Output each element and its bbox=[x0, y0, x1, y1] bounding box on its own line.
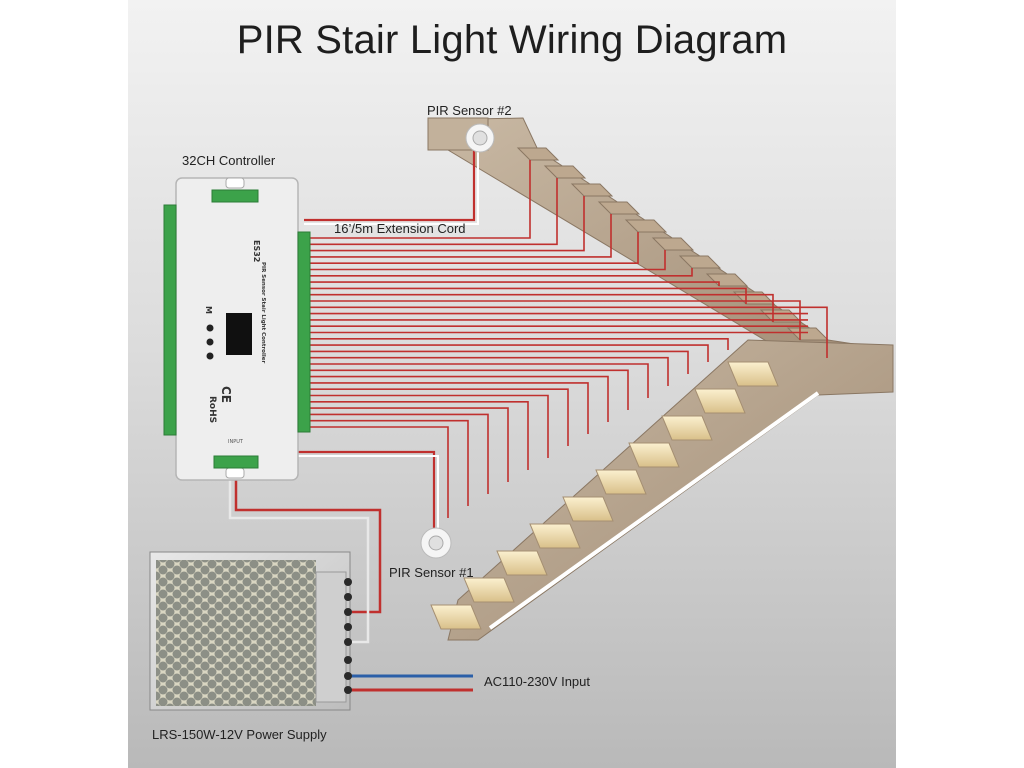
pir-sensor-1 bbox=[420, 527, 452, 559]
diagram-title: PIR Stair Light Wiring Diagram bbox=[236, 18, 788, 62]
step-wire bbox=[310, 369, 629, 410]
step-wire bbox=[310, 338, 729, 350]
pir-sensor-2 bbox=[427, 117, 495, 153]
label-power-supply: LRS-150W-12V Power Supply bbox=[152, 727, 327, 742]
controller-ce-mark: CE bbox=[219, 386, 233, 403]
extension-cord-wire bbox=[304, 140, 476, 222]
label-extension-cord: 16’/5m Extension Cord bbox=[334, 221, 466, 236]
controller-button-m: M bbox=[204, 306, 213, 314]
upper-step bbox=[624, 219, 668, 233]
step-wire bbox=[310, 401, 529, 470]
lit-step bbox=[463, 577, 515, 603]
diagram-canvas: ES32 PIR Sensor Stair Light Controller M… bbox=[128, 0, 896, 768]
lit-step bbox=[661, 415, 713, 441]
upper-step bbox=[570, 183, 614, 197]
upper-stair-steps bbox=[516, 147, 830, 341]
step-wire bbox=[310, 268, 693, 277]
upper-step bbox=[543, 165, 587, 179]
controller-name: PIR Sensor Stair Light Controller bbox=[260, 262, 266, 363]
label-pir-sensor-1: PIR Sensor #1 bbox=[389, 565, 474, 580]
lit-step bbox=[595, 469, 647, 495]
lit-step bbox=[694, 388, 746, 414]
step-wire bbox=[310, 419, 469, 506]
upper-step bbox=[597, 201, 641, 215]
lower-staircase bbox=[430, 339, 894, 641]
step-wire bbox=[310, 196, 585, 252]
power-supply bbox=[149, 551, 352, 711]
psu-terminal-screws bbox=[344, 578, 352, 694]
lit-step bbox=[430, 604, 482, 630]
label-ac-input: AC110-230V Input bbox=[484, 674, 590, 689]
controller-input-label: INPUT bbox=[228, 439, 244, 445]
controller-rohs-mark: RoHS bbox=[207, 396, 217, 423]
step-wire bbox=[310, 214, 612, 258]
controller-model: ES32 bbox=[252, 240, 261, 262]
step-wire bbox=[310, 232, 639, 264]
step-wire bbox=[310, 350, 689, 374]
step-wire bbox=[310, 281, 720, 286]
upper-step bbox=[678, 255, 722, 269]
step-wire bbox=[310, 344, 709, 362]
upper-step bbox=[516, 147, 560, 161]
dc-negative-wire bbox=[228, 470, 370, 644]
step-wire bbox=[310, 250, 666, 271]
step-wire bbox=[310, 306, 828, 358]
led-strip-rail bbox=[488, 391, 820, 630]
pir1-wire bbox=[298, 450, 436, 530]
step-wire bbox=[310, 375, 609, 422]
step-wire bbox=[310, 426, 449, 518]
lit-step bbox=[562, 496, 614, 522]
lit-step bbox=[727, 361, 779, 387]
wiring-diagram: ES32 PIR Sensor Stair Light Controller M… bbox=[149, 117, 894, 711]
step-wire bbox=[310, 413, 489, 494]
upper-step bbox=[651, 237, 695, 251]
lit-step bbox=[529, 523, 581, 549]
lower-stair-steps bbox=[430, 361, 779, 630]
step-wire bbox=[310, 287, 747, 304]
step-wire bbox=[310, 382, 589, 434]
step-wire bbox=[310, 407, 509, 482]
step-wire bbox=[310, 394, 549, 458]
controller-32ch: ES32 PIR Sensor Stair Light Controller M… bbox=[163, 177, 311, 481]
step-wire bbox=[310, 178, 558, 246]
lit-step bbox=[496, 550, 548, 576]
step-wire bbox=[310, 160, 531, 239]
label-pir-sensor-2: PIR Sensor #2 bbox=[427, 103, 512, 118]
step-wire bbox=[310, 388, 569, 446]
dc-positive-wire bbox=[234, 470, 382, 614]
step-wires bbox=[310, 160, 828, 518]
step-wire bbox=[310, 356, 669, 386]
step-wire bbox=[310, 363, 649, 398]
upper-step bbox=[786, 327, 830, 341]
label-controller: 32CH Controller bbox=[182, 153, 276, 168]
lit-step bbox=[628, 442, 680, 468]
